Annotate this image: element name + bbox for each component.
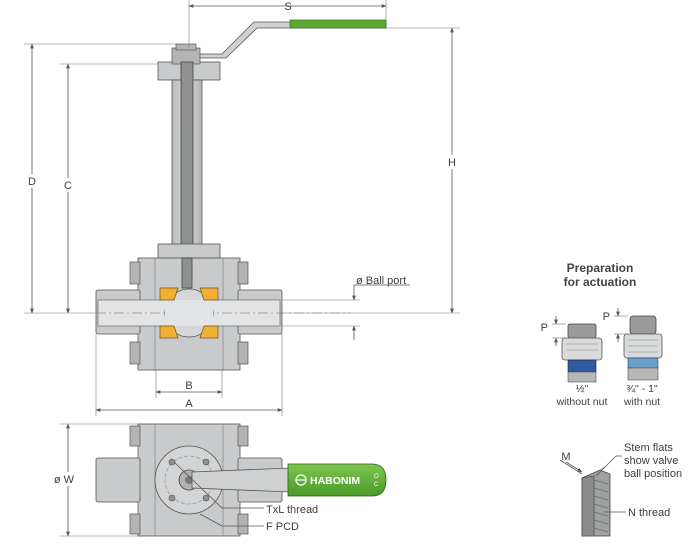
top-view: HABONIM O C <box>95 423 387 537</box>
actuation-title-line1: Preparation <box>567 261 634 275</box>
habonim-logo-icon <box>295 474 307 486</box>
stem-with-nut <box>623 315 663 381</box>
svg-text:C: C <box>374 482 379 488</box>
stem1-size-label: ½" <box>576 383 589 395</box>
stem2-size-label: ¾" - 1" <box>626 383 658 395</box>
dimension-h: H <box>286 27 460 314</box>
svg-text:O: O <box>374 474 379 480</box>
f-pcd-label: F PCD <box>266 521 299 533</box>
dimension-a: A <box>95 334 283 416</box>
lever-handle <box>189 19 387 59</box>
dimension-a-label: A <box>185 398 193 410</box>
seat-lower-left <box>159 325 179 339</box>
front-section-view <box>95 19 387 371</box>
stem-flats-line2: show valve <box>624 455 678 467</box>
stem-half-inch <box>561 323 603 383</box>
handle-grip <box>287 463 387 497</box>
dimension-h-label: H <box>448 157 456 169</box>
dimension-b-label: B <box>185 380 192 392</box>
thread-callouts: TxL thread F PCD <box>173 461 318 533</box>
stem1-desc-label: without nut <box>556 396 608 408</box>
seat-lower-right <box>199 325 219 339</box>
dimension-w-label: ø W <box>54 474 75 486</box>
stem2-desc-label: with nut <box>623 396 660 408</box>
m-label: M <box>561 451 570 463</box>
dimension-s: S <box>188 0 387 48</box>
seat-upper-left <box>159 287 179 301</box>
n-thread-label: N thread <box>628 507 670 519</box>
dimension-s-label: S <box>284 1 291 13</box>
dimension-b: B <box>155 370 223 398</box>
actuation-title-line2: for actuation <box>564 275 637 289</box>
dimension-c: C <box>60 63 158 314</box>
dimension-c-label: C <box>64 180 72 192</box>
seat-upper-right <box>199 287 219 301</box>
brand-label: HABONIM <box>310 475 360 487</box>
p-label-1: P <box>541 322 548 334</box>
dimension-d: D <box>24 43 176 314</box>
stem-flats-line1: Stem flats <box>624 442 673 454</box>
dimension-d-label: D <box>28 176 36 188</box>
ball-port-label: ø Ball port <box>356 275 406 287</box>
dimension-w: ø W <box>50 423 138 537</box>
stem-detail: M Stem flats show valve ball position N … <box>559 442 682 537</box>
ball-port-callout: ø Ball port <box>282 275 410 340</box>
actuation-panel: Preparation for actuation P <box>541 261 663 408</box>
txl-thread-label: TxL thread <box>266 504 318 516</box>
p-label-2: P <box>603 311 610 323</box>
stem-flats-line3: ball position <box>624 468 682 480</box>
